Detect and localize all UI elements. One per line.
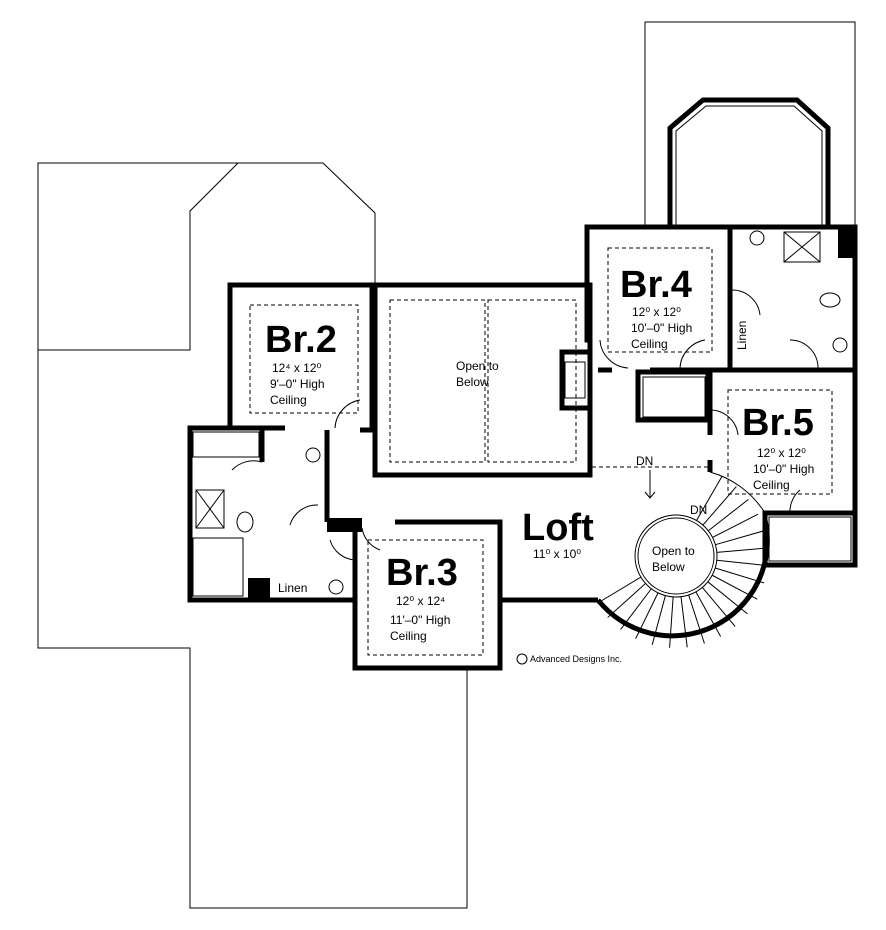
roof-outline — [37, 21, 856, 909]
closet-shelving — [192, 376, 852, 597]
stair-tread — [596, 576, 642, 604]
stair-tread — [715, 567, 765, 584]
room-dimensions: 12⁰ x 12⁰ — [757, 446, 806, 460]
shower-icon — [783, 231, 821, 263]
room-dimensions: 12⁰ x 12⁰ — [632, 305, 681, 319]
stair-down-label: DN — [690, 503, 707, 517]
toilet-icon — [819, 292, 841, 308]
copyright-text: Advanced Designs Inc. — [530, 654, 622, 664]
stair-tread — [707, 581, 748, 615]
stair-tread — [620, 588, 652, 630]
room-loft: Loft 11⁰ x 10⁰ — [522, 507, 594, 561]
stair-tread — [712, 513, 759, 538]
room-br2: Br.2 12⁴ x 12⁰ 9'–0" High Ceiling — [265, 319, 337, 407]
open-to-below-label: Below — [652, 560, 685, 574]
room-name: Br.4 — [620, 264, 692, 306]
room-dimensions: 12⁴ x 12⁰ — [272, 361, 322, 375]
room-ceiling-label: Ceiling — [270, 393, 307, 407]
sink-icon — [749, 230, 765, 246]
stair-tread — [635, 592, 659, 639]
doors — [231, 289, 819, 561]
fireplace-icon — [564, 361, 586, 399]
stair-tread — [701, 587, 736, 627]
walls — [187, 224, 858, 671]
sink-icon — [832, 337, 848, 353]
sink-icon — [328, 579, 344, 595]
room-ceiling: 10'–0" High — [753, 462, 814, 476]
linen-closet-label: Linen — [278, 581, 307, 595]
fixtures — [195, 230, 848, 595]
stair-down-label: DN — [636, 454, 653, 468]
sink-icon — [305, 447, 321, 463]
room-ceiling-label: Ceiling — [390, 629, 427, 643]
room-outlines — [249, 247, 833, 656]
stair-tread — [716, 559, 768, 567]
room-name: Br.5 — [742, 402, 814, 444]
stair-tread — [715, 530, 765, 546]
room-br4: Br.4 12⁰ x 12⁰ 10'–0" High Ceiling — [620, 264, 692, 351]
open-to-below-label: Open to — [456, 359, 499, 373]
stair-tread — [702, 486, 737, 526]
copyright-icon — [516, 653, 528, 665]
room-ceiling-label: Ceiling — [753, 478, 790, 492]
stair-tread — [711, 574, 758, 600]
room-name: Br.2 — [265, 319, 337, 361]
room-dimensions: 11⁰ x 10⁰ — [533, 547, 581, 561]
stair-tread — [708, 498, 749, 532]
stair-tread — [716, 547, 768, 553]
stair-tread — [695, 591, 722, 637]
room-ceiling: 11'–0" High — [390, 613, 450, 627]
stair-tread — [669, 596, 674, 648]
open-to-below-label: Open to — [652, 544, 695, 558]
room-br3: Br.3 12⁰ x 12⁴ 11'–0" High Ceiling — [386, 552, 458, 643]
room-name: Loft — [522, 507, 594, 549]
stair-tread — [607, 583, 646, 618]
room-br5: Br.5 12⁰ x 12⁰ 10'–0" High Ceiling — [742, 402, 814, 492]
toilet-icon — [236, 511, 254, 533]
room-ceiling-label: Ceiling — [631, 337, 668, 351]
stair-tread — [651, 595, 666, 645]
stair-tread — [680, 596, 688, 648]
room-name: Br.3 — [386, 552, 458, 594]
linen-closet-label: Linen — [735, 321, 749, 350]
room-ceiling: 10'–0" High — [631, 321, 692, 335]
room-ceiling: 9'–0" High — [270, 377, 325, 391]
spiral-stair — [596, 470, 768, 648]
stair-tread — [688, 594, 705, 644]
stair-tread — [696, 476, 723, 521]
open-to-below-label: Below — [456, 375, 489, 389]
bay-window — [667, 97, 831, 228]
room-dimensions: 12⁰ x 12⁴ — [396, 594, 445, 608]
shower-icon — [195, 489, 225, 529]
